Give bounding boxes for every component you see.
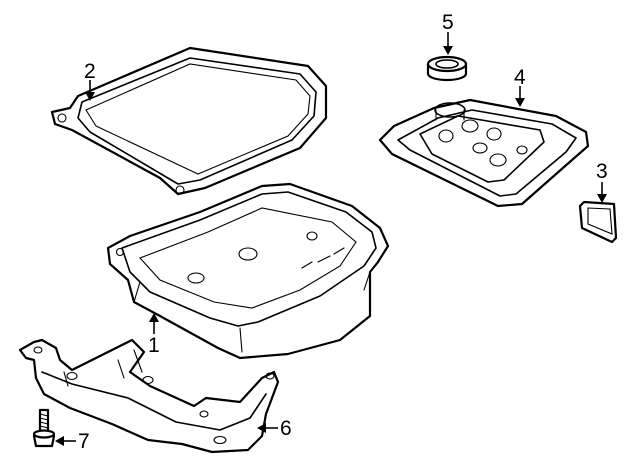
bolt — [32, 408, 56, 448]
callout-leaders — [55, 32, 607, 446]
callout-5: 5 — [442, 11, 454, 34]
seal-ring — [426, 55, 468, 82]
pan-gasket — [50, 46, 328, 196]
small-gasket — [578, 200, 618, 244]
callout-7: 7 — [78, 430, 90, 453]
oil-pan — [106, 182, 390, 360]
skid-plate — [18, 338, 280, 454]
callout-6: 6 — [280, 417, 292, 440]
filter — [378, 98, 590, 208]
callout-4: 4 — [514, 66, 526, 89]
callout-2: 2 — [84, 60, 96, 83]
callout-1: 1 — [148, 334, 160, 357]
callout-3: 3 — [596, 160, 608, 183]
